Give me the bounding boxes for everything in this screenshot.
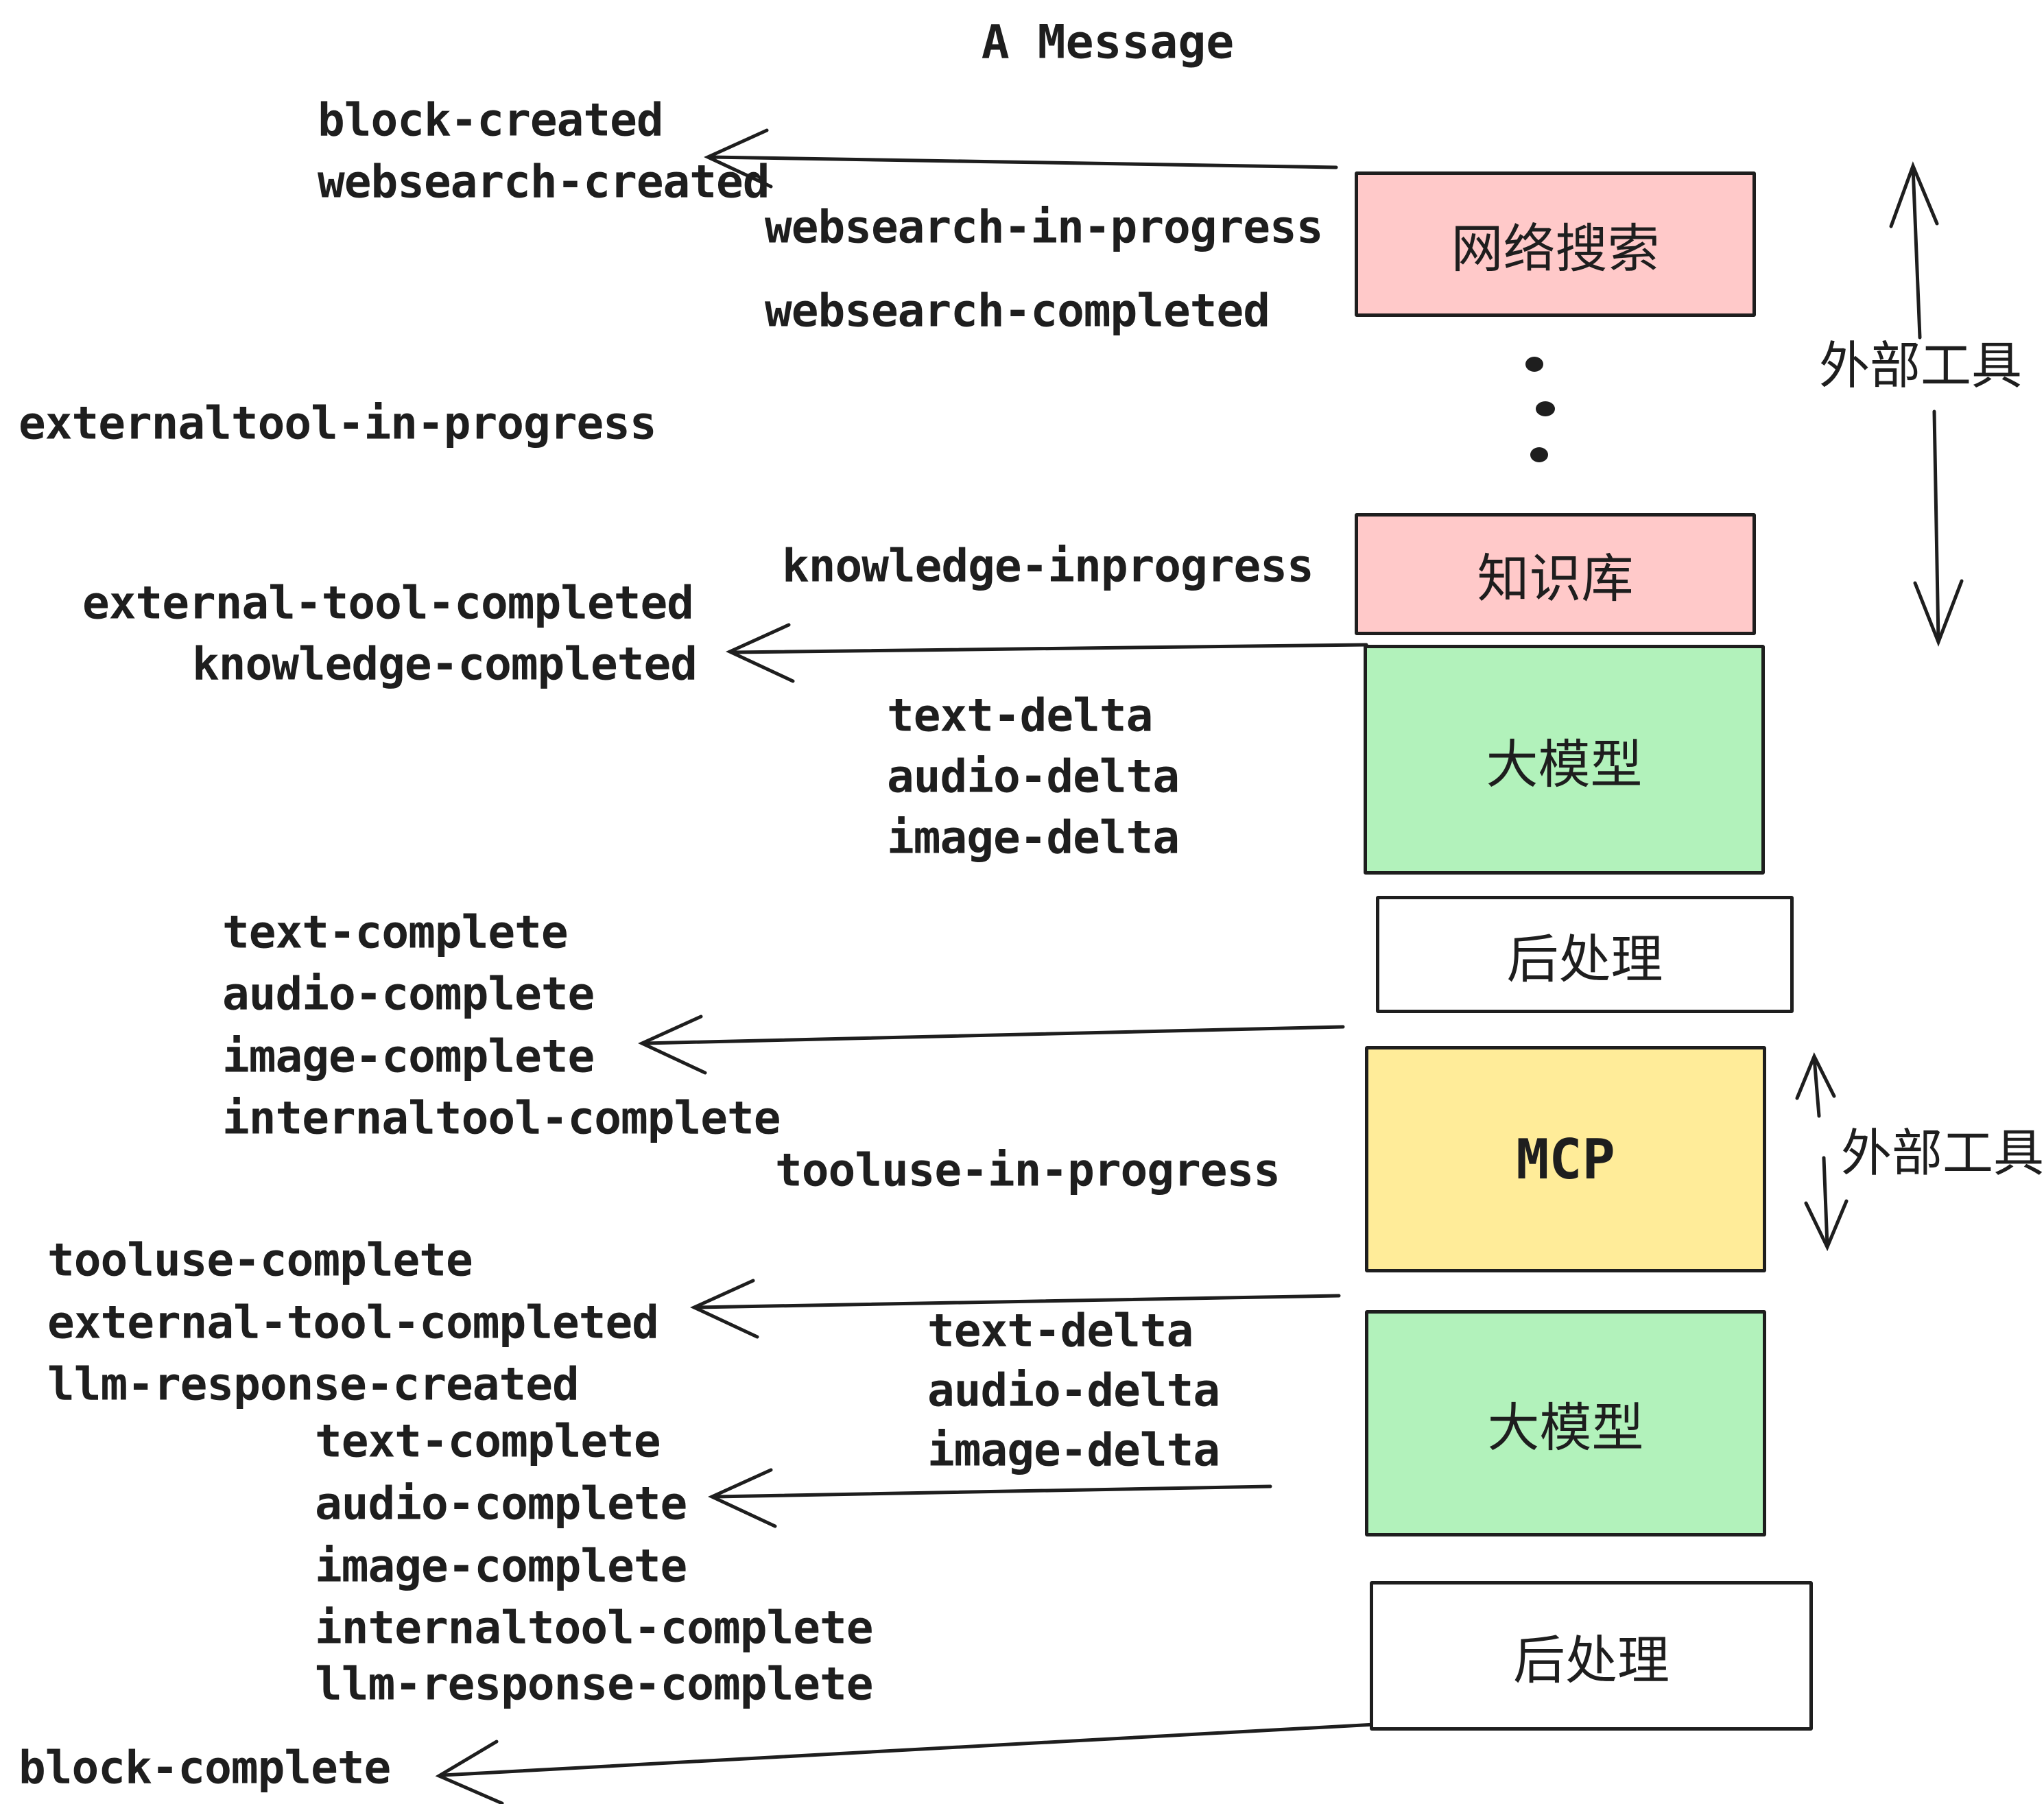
event-knowledge-completed: knowledge-completed <box>192 637 698 691</box>
event-llm-response-created: llm-response-created <box>47 1357 580 1411</box>
box-postprocess-2: 后处理 <box>1370 1581 1813 1731</box>
arrow-block-complete <box>435 1722 1377 1804</box>
arrow-knowledge-completed <box>726 623 1368 683</box>
box-llm-2: 大模型 <box>1365 1310 1766 1536</box>
box-llm-1-label: 大模型 <box>1486 735 1643 794</box>
box-llm-2-label: 大模型 <box>1487 1399 1644 1458</box>
box-knowledge: 知识库 <box>1355 513 1756 635</box>
event-text-complete-2: text-complete <box>315 1414 661 1468</box>
event-image-complete-2: image-complete <box>315 1539 687 1593</box>
event-external-tool-completed-2: external-tool-completed <box>47 1296 659 1349</box>
diagram-title: A Message <box>981 15 1235 70</box>
box-postprocess-1: 后处理 <box>1376 896 1794 1013</box>
event-audio-complete-2: audio-complete <box>315 1477 687 1530</box>
event-audio-complete-1: audio-complete <box>222 967 595 1021</box>
event-audio-delta-2: audio-delta <box>927 1364 1220 1417</box>
event-audio-delta-1: audio-delta <box>887 750 1180 803</box>
event-block-complete: block-complete <box>19 1741 391 1794</box>
ellipsis-dots <box>1525 357 1555 462</box>
event-tooluse-complete: tooluse-complete <box>47 1233 473 1287</box>
box-knowledge-label: 知识库 <box>1477 550 1634 608</box>
event-tooluse-in-progress: tooluse-in-progress <box>775 1143 1281 1197</box>
event-text-complete-1: text-complete <box>222 905 569 959</box>
box-websearch: 网络搜索 <box>1355 171 1756 317</box>
event-image-complete-1: image-complete <box>222 1030 595 1083</box>
box-llm-1: 大模型 <box>1364 645 1765 875</box>
event-text-delta-1: text-delta <box>887 689 1153 742</box>
side-label-external-tools-1: 外部工具 <box>1819 337 2022 394</box>
arrow-websearch-created <box>704 128 1338 189</box>
box-mcp: MCP <box>1365 1046 1766 1272</box>
box-postprocess-2-label: 后处理 <box>1513 1632 1669 1690</box>
event-llm-response-complete: llm-response-complete <box>315 1657 873 1711</box>
event-websearch-created: websearch-created <box>318 155 770 209</box>
event-external-tool-completed: external-tool-completed <box>82 576 694 630</box>
event-knowledge-inprogress: knowledge-inprogress <box>782 539 1314 593</box>
box-postprocess-1-label: 后处理 <box>1506 930 1663 989</box>
event-internaltool-complete-2: internaltool-complete <box>315 1601 873 1654</box>
arrow-tooluse-complete <box>690 1279 1341 1339</box>
event-image-delta-1: image-delta <box>887 811 1180 864</box>
event-image-delta-2: image-delta <box>927 1423 1220 1477</box>
event-externaltool-in-progress: externaltool-in-progress <box>19 396 657 450</box>
box-websearch-label: 网络搜索 <box>1451 220 1660 278</box>
arrow-external-tools-up-1 <box>1889 161 1939 340</box>
arrow-external-tools-up-2 <box>1795 1052 1836 1118</box>
side-label-external-tools-2: 外部工具 <box>1841 1124 2044 1182</box>
event-block-created: block-created <box>318 93 664 147</box>
event-websearch-in-progress: websearch-in-progress <box>765 200 1323 254</box>
event-text-delta-2: text-delta <box>927 1304 1193 1357</box>
arrow-image-complete <box>638 1014 1345 1075</box>
box-mcp-label: MCP <box>1516 1127 1615 1191</box>
event-websearch-completed: websearch-completed <box>765 284 1270 337</box>
event-internaltool-complete-1: internaltool-complete <box>222 1091 781 1145</box>
arrow-external-tools-down-2 <box>1804 1156 1849 1252</box>
arrow-external-tools-down-1 <box>1913 410 1964 647</box>
arrow-audio-complete <box>708 1468 1272 1528</box>
